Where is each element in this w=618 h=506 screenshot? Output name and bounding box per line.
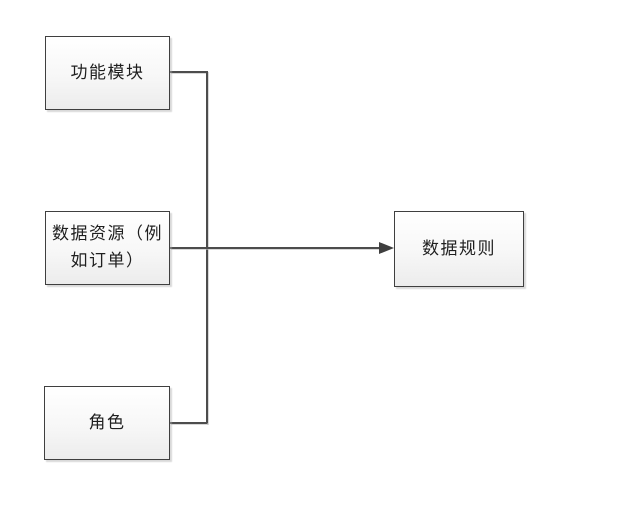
node-data-rule: 数据规则 (394, 211, 524, 287)
node-data-resource: 数据资源（例如订单） (45, 211, 170, 285)
connector-function-module-to-trunk (170, 71, 207, 73)
node-data-rule-label: 数据规则 (422, 238, 496, 259)
node-function-module: 功能模块 (45, 36, 170, 110)
connector-role-to-trunk (170, 422, 207, 424)
arrowhead-into-data-rule (379, 242, 394, 254)
node-data-resource-label: 数据资源（例如订单） (52, 224, 163, 271)
node-role: 角色 (44, 386, 170, 460)
node-function-module-label: 功能模块 (70, 62, 145, 83)
node-role-label: 角色 (88, 412, 126, 433)
connector-data-resource-to-data-rule (170, 247, 380, 249)
